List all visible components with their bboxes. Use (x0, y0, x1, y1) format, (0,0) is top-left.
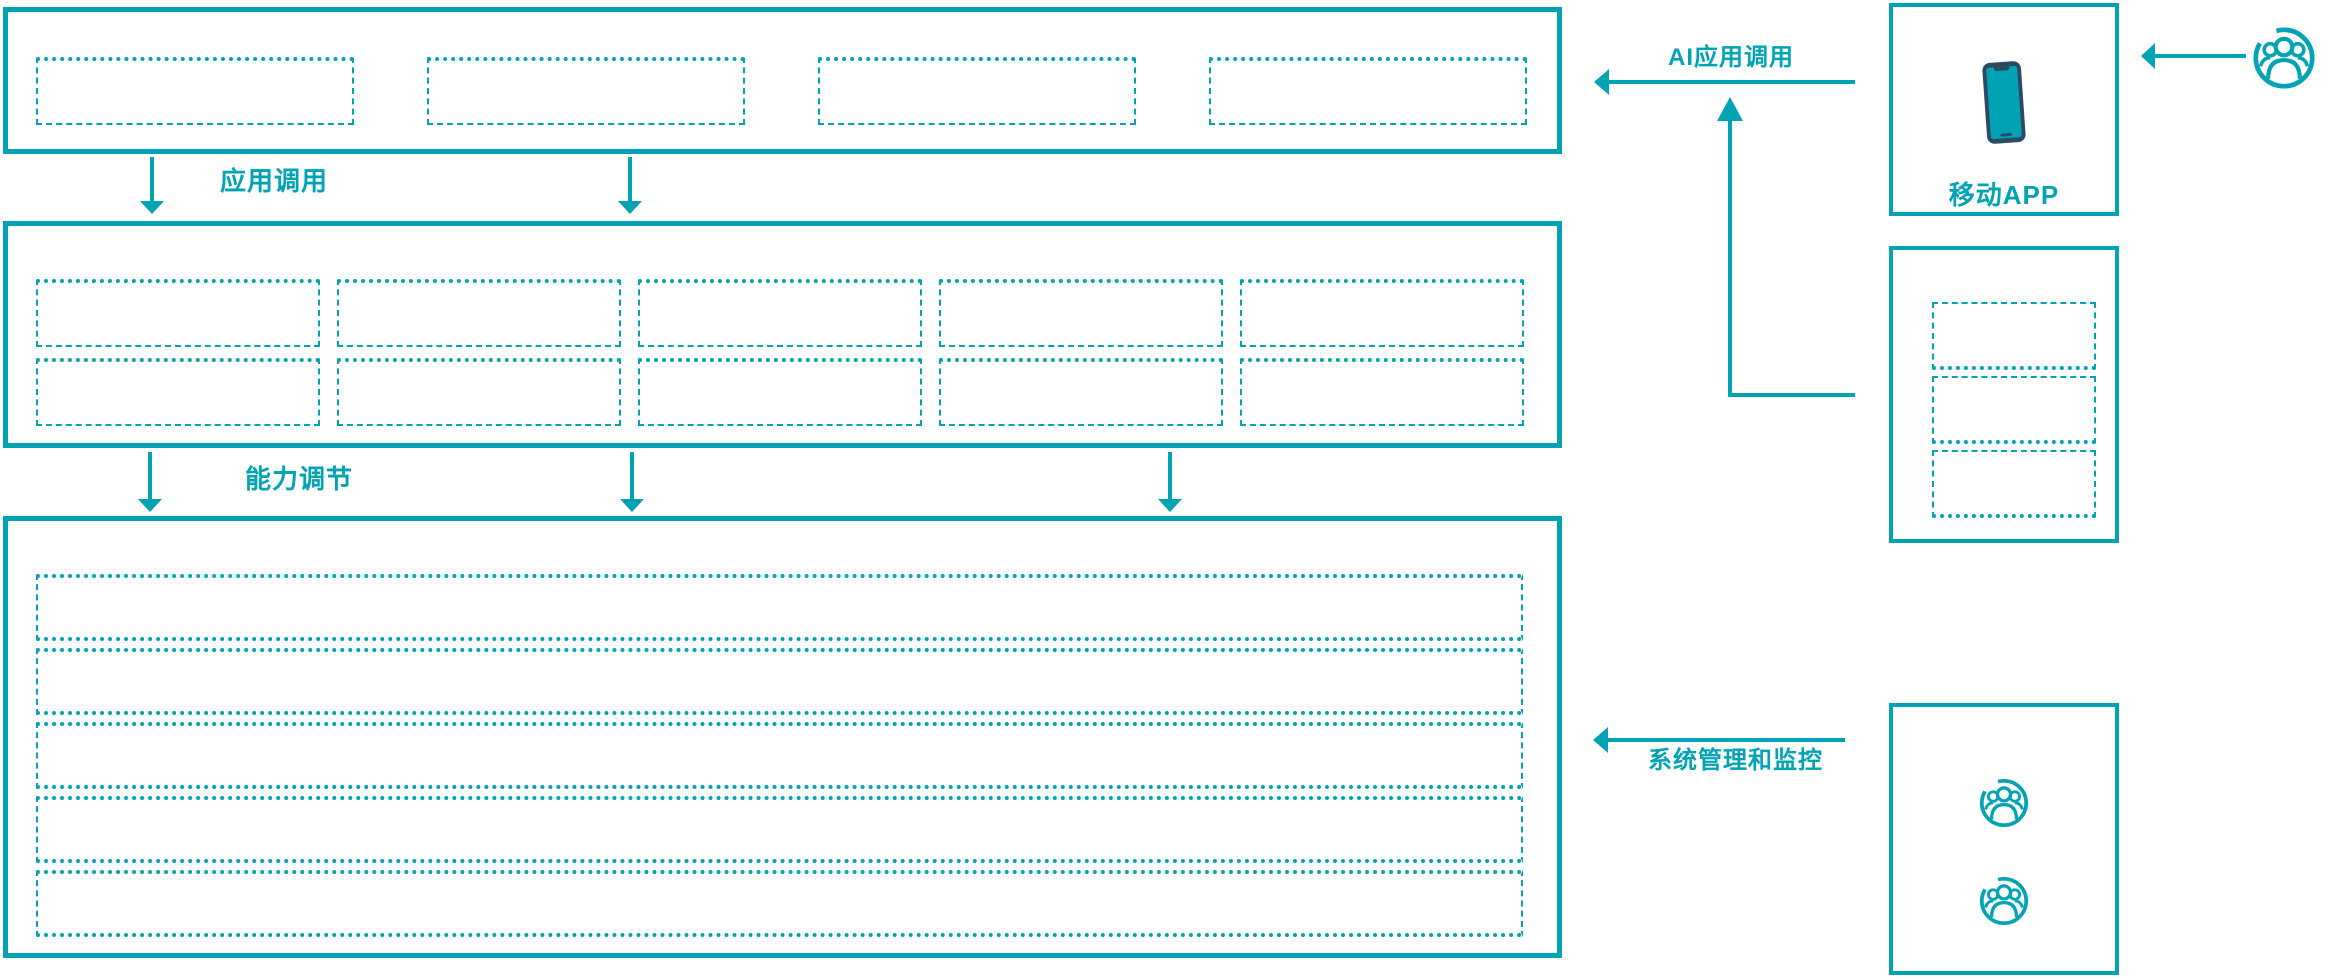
mobile-app-box: 移动APP (1889, 3, 2119, 216)
arrow-app-call-1 (140, 157, 164, 214)
middle-layer-box (3, 221, 1562, 448)
arrow-app-call-2 (618, 157, 642, 214)
middle-layer-row-2 (8, 358, 1557, 426)
placeholder-box (36, 279, 320, 347)
users-icon (1978, 875, 2030, 927)
placeholder-box (1209, 57, 1527, 125)
placeholder-box (1932, 376, 2096, 444)
placeholder-box (1932, 450, 2096, 518)
mobile-app-label: 移动APP (1948, 180, 2060, 210)
placeholder-box (337, 279, 621, 347)
users-icon (2251, 24, 2317, 92)
placeholder-row (36, 722, 1523, 789)
smartphone-icon (1982, 61, 2026, 144)
arrow-capability-1 (138, 452, 162, 512)
users-icon (1978, 777, 2030, 829)
placeholder-box (939, 358, 1223, 426)
placeholder-box (638, 279, 922, 347)
placeholder-box (427, 57, 745, 125)
admin-panel-box (1889, 703, 2119, 975)
placeholder-box (1932, 302, 2096, 370)
bottom-layer-box (3, 516, 1562, 958)
placeholder-box (36, 358, 320, 426)
arrow-ai-app-call (1594, 69, 1855, 95)
middle-layer-row-1 (8, 279, 1557, 347)
system-monitor-label: 系统管理和监控 (1648, 747, 1823, 774)
placeholder-box (1240, 358, 1524, 426)
placeholder-box (36, 57, 354, 125)
placeholder-box (638, 358, 922, 426)
app-call-label: 应用调用 (220, 166, 329, 196)
arrow-capability-3 (1158, 452, 1182, 512)
placeholder-row (36, 796, 1523, 863)
ai-app-call-label: AI应用调用 (1668, 44, 1794, 71)
capability-adjust-label: 能力调节 (245, 464, 354, 494)
placeholder-box (939, 279, 1223, 347)
placeholder-row (36, 574, 1523, 641)
placeholder-row (36, 870, 1523, 937)
arrow-capability-2 (620, 452, 644, 512)
top-layer-box (3, 7, 1562, 154)
placeholder-box (1240, 279, 1524, 347)
placeholder-box (818, 57, 1136, 125)
client-panel-box (1889, 246, 2119, 543)
connector-client-to-ai (1717, 97, 1855, 397)
placeholder-box (337, 358, 621, 426)
placeholder-row (36, 648, 1523, 715)
arrow-user-to-mobile (2141, 43, 2246, 69)
